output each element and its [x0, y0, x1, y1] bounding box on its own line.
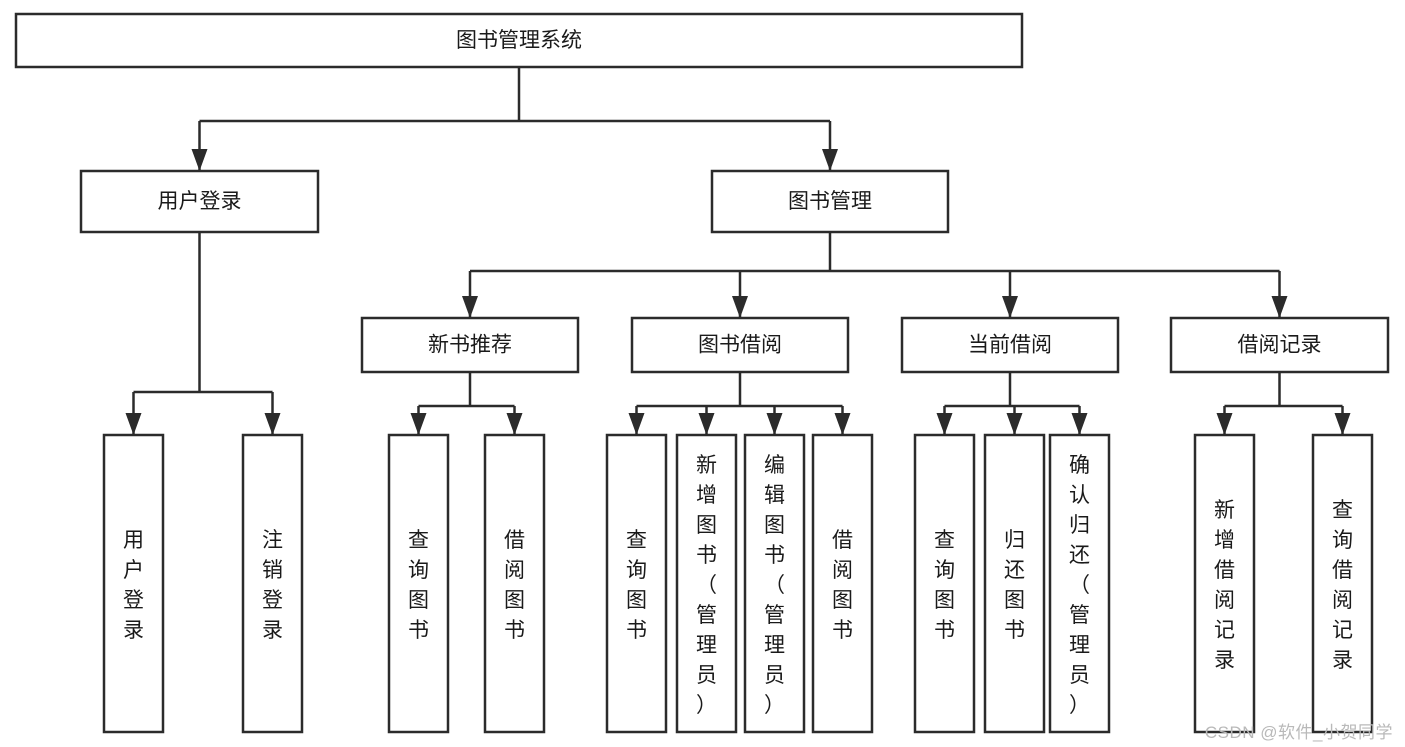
- node-label: 查询借阅记录: [1332, 499, 1353, 672]
- arrow-head-icon: [462, 296, 478, 318]
- node-新书推荐[interactable]: 新书推荐: [360, 316, 580, 374]
- arrow-head-icon: [125, 413, 142, 435]
- node-label: 用户登录: [123, 529, 144, 642]
- node-root-图书管理系统[interactable]: 图书管理系统: [14, 12, 1024, 69]
- node-图书管理[interactable]: 图书管理: [710, 169, 950, 234]
- arrow-head-icon: [822, 149, 838, 171]
- leaf-node-确认归还管理员[interactable]: 确认归还（管理员）: [1048, 433, 1111, 734]
- leaf-node-新增借阅记录[interactable]: 新增借阅记录: [1193, 433, 1256, 734]
- node-label: 编辑图书（管理员）: [764, 454, 785, 717]
- leaf-node-查询图书[interactable]: 查询图书: [605, 433, 668, 734]
- leaf-node-新增图书管理员[interactable]: 新增图书（管理员）: [675, 433, 738, 734]
- leaf-node-查询图书[interactable]: 查询图书: [913, 433, 976, 734]
- leaf-node-借阅图书[interactable]: 借阅图书: [811, 433, 874, 734]
- arrow-head-icon: [834, 413, 851, 435]
- node-label: 借阅记录: [1238, 334, 1322, 357]
- arrow-head-icon: [264, 413, 281, 435]
- node-label: 查询图书: [934, 529, 955, 642]
- node-label: 确认归还（管理员）: [1069, 454, 1090, 717]
- arrow-head-icon: [628, 413, 645, 435]
- leaf-node-查询图书[interactable]: 查询图书: [387, 433, 450, 734]
- arrow-head-icon: [698, 413, 715, 435]
- node-label: 归还图书: [1004, 529, 1025, 642]
- node-label: 注销登录: [262, 529, 283, 642]
- node-借阅记录[interactable]: 借阅记录: [1169, 316, 1390, 374]
- node-label: 图书管理: [788, 190, 872, 213]
- arrow-head-icon: [766, 413, 783, 435]
- node-label: 新书推荐: [428, 334, 512, 357]
- leaf-node-借阅图书[interactable]: 借阅图书: [483, 433, 546, 734]
- node-label: 新增图书（管理员）: [696, 454, 717, 717]
- leaf-node-编辑图书管理员[interactable]: 编辑图书（管理员）: [743, 433, 806, 734]
- connectors-layer: [125, 67, 1351, 435]
- arrow-head-icon: [1216, 413, 1233, 435]
- arrow-head-icon: [506, 413, 523, 435]
- node-label: 查询图书: [626, 529, 647, 642]
- node-图书借阅[interactable]: 图书借阅: [630, 316, 850, 374]
- node-label: 图书管理系统: [456, 29, 582, 52]
- node-label: 借阅图书: [504, 529, 525, 642]
- arrow-head-icon: [936, 413, 953, 435]
- node-label: 新增借阅记录: [1214, 499, 1235, 672]
- node-label: 当前借阅: [968, 334, 1052, 357]
- node-用户登录[interactable]: 用户登录: [79, 169, 320, 234]
- leaf-node-归还图书[interactable]: 归还图书: [983, 433, 1046, 734]
- leaf-node-用户登录[interactable]: 用户登录: [102, 433, 165, 734]
- node-label: 图书借阅: [698, 334, 782, 357]
- arrow-head-icon: [1271, 296, 1288, 318]
- boxes-layer: 图书管理系统用户登录图书管理新书推荐图书借阅当前借阅借阅记录用户登录注销登录查询…: [14, 12, 1390, 734]
- arrow-head-icon: [1006, 413, 1023, 435]
- arrow-head-icon: [1334, 413, 1351, 435]
- arrow-head-icon: [1002, 296, 1018, 318]
- node-当前借阅[interactable]: 当前借阅: [900, 316, 1120, 374]
- node-label: 用户登录: [158, 190, 242, 213]
- arrow-head-icon: [191, 149, 208, 171]
- arrow-head-icon: [732, 296, 748, 318]
- node-label: 查询图书: [408, 529, 429, 642]
- leaf-node-查询借阅记录[interactable]: 查询借阅记录: [1311, 433, 1374, 734]
- arrow-head-icon: [410, 413, 427, 435]
- arrow-head-icon: [1071, 413, 1088, 435]
- node-label: 借阅图书: [832, 529, 853, 642]
- leaf-node-注销登录[interactable]: 注销登录: [241, 433, 304, 734]
